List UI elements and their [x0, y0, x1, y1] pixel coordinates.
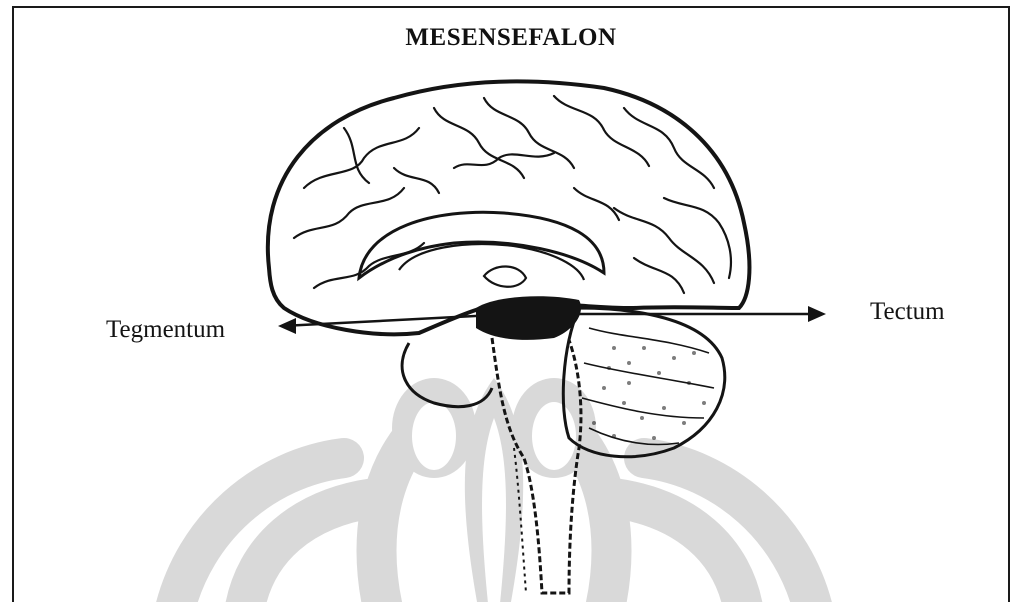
- brain-illustration: [14, 8, 1010, 602]
- cerebrum-outline: [268, 81, 750, 334]
- tectum-arrowhead: [808, 306, 826, 322]
- cerebellum: [563, 308, 724, 457]
- midbrain: [476, 296, 581, 340]
- tegmentum-label: Tegmentum: [106, 316, 225, 344]
- tegmentum-arrowhead: [278, 318, 296, 334]
- corpus-callosum: [359, 212, 604, 278]
- figure-frame: MESENSEFALON: [12, 6, 1010, 602]
- brainstem: [492, 338, 581, 593]
- tectum-label: Tectum: [870, 298, 945, 326]
- temporal-lobe: [402, 343, 492, 407]
